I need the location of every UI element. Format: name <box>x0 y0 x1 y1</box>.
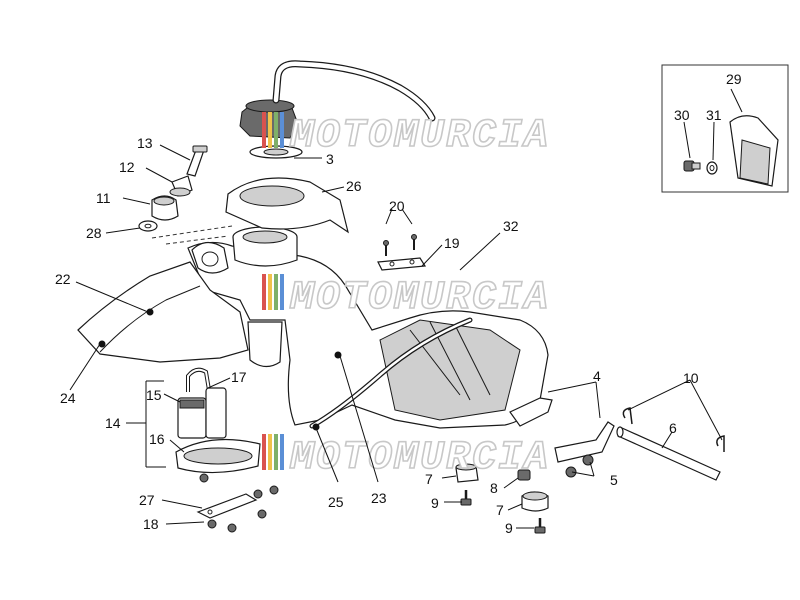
callout-27: 27 <box>139 492 155 508</box>
part-28-washer <box>138 220 158 232</box>
callout-4: 4 <box>593 368 601 384</box>
callout-10: 10 <box>683 370 699 386</box>
callout-7-a: 7 <box>425 471 433 487</box>
watermark-stripe <box>268 274 272 310</box>
callout-9-a: 9 <box>431 495 439 511</box>
watermark-stripe <box>280 434 284 470</box>
part-8-nut <box>517 469 531 481</box>
tank-filler-neck <box>232 226 298 267</box>
watermark-bottom: MOTOMURCIA <box>262 434 550 482</box>
part-6-pin <box>616 426 721 481</box>
watermark-stripe <box>274 112 278 148</box>
watermark-text: MOTOMURCIA <box>289 436 550 481</box>
watermark-stripe <box>274 434 278 470</box>
part-7-rubber-mount-b <box>521 491 549 512</box>
callout-16: 16 <box>149 431 165 447</box>
part-19-bracket <box>377 257 427 271</box>
callout-20: 20 <box>389 198 405 214</box>
part-4-brackets <box>509 397 615 463</box>
part-15-fuel-pump <box>177 397 207 439</box>
watermark-stripe <box>274 274 278 310</box>
part-18-screws <box>199 473 279 533</box>
part-30-screw <box>683 160 701 172</box>
watermark-stripe <box>262 434 266 470</box>
callout-5: 5 <box>610 472 618 488</box>
callout-numbers: 29 30 31 13 12 11 28 3 26 20 19 32 22 24… <box>55 71 742 536</box>
watermark-stripe <box>268 112 272 148</box>
part-22-side-panel <box>77 261 249 363</box>
watermark-text: MOTOMURCIA <box>289 114 550 159</box>
callout-19: 19 <box>444 235 460 251</box>
part-31-washer <box>706 161 718 175</box>
callout-30: 30 <box>674 107 690 123</box>
breather-hose <box>272 60 436 122</box>
callout-22: 22 <box>55 271 71 287</box>
part-9-screw-a <box>460 490 472 506</box>
watermark-stripe <box>268 434 272 470</box>
callout-18: 18 <box>143 516 159 532</box>
watermark-middle: MOTOMURCIA <box>262 274 550 322</box>
callout-25: 25 <box>328 494 344 510</box>
part-12-spacer <box>169 175 193 197</box>
callout-13: 13 <box>137 135 153 151</box>
callout-3: 3 <box>326 151 334 167</box>
part-10-clips <box>622 407 725 452</box>
part-20-screws <box>383 234 417 256</box>
callout-28: 28 <box>86 225 102 241</box>
part-3-cap-gasket <box>249 145 303 159</box>
part-13-bolt <box>186 145 208 177</box>
watermark-stripe <box>262 274 266 310</box>
reference-dots <box>98 308 342 431</box>
part-14-fuel-pump-assembly <box>175 367 261 474</box>
callout-31: 31 <box>706 107 722 123</box>
part-16-pump-flange <box>175 438 261 474</box>
watermark-stripe <box>262 112 266 148</box>
callout-12: 12 <box>119 159 135 175</box>
callout-24: 24 <box>60 390 76 406</box>
callout-29: 29 <box>726 71 742 87</box>
part-27-retaining-plate <box>196 493 258 519</box>
callout-17: 17 <box>231 369 247 385</box>
watermark-top: MOTOMURCIA <box>262 112 550 160</box>
callout-8: 8 <box>490 480 498 496</box>
callout-26: 26 <box>346 178 362 194</box>
part-7-rubber-mount-a <box>455 463 479 483</box>
part-25-strap <box>309 317 473 429</box>
callout-32: 32 <box>503 218 519 234</box>
callout-6: 6 <box>669 420 677 436</box>
part-29-rubber-cover <box>729 115 779 187</box>
callout-14: 14 <box>105 415 121 431</box>
callout-15: 15 <box>146 387 162 403</box>
part-11-rubber-grommet <box>151 195 179 221</box>
callout-9-b: 9 <box>505 520 513 536</box>
leader-lines <box>69 88 743 529</box>
callout-11: 11 <box>96 190 111 206</box>
callout-23: 23 <box>371 490 387 506</box>
watermark-stripe <box>280 112 284 148</box>
part-26-filler-cover <box>225 177 349 234</box>
watermark-stripe <box>280 274 284 310</box>
part-9-screw-b <box>534 518 546 534</box>
callout-7-b: 7 <box>496 502 504 518</box>
watermark-text: MOTOMURCIA <box>289 276 550 321</box>
